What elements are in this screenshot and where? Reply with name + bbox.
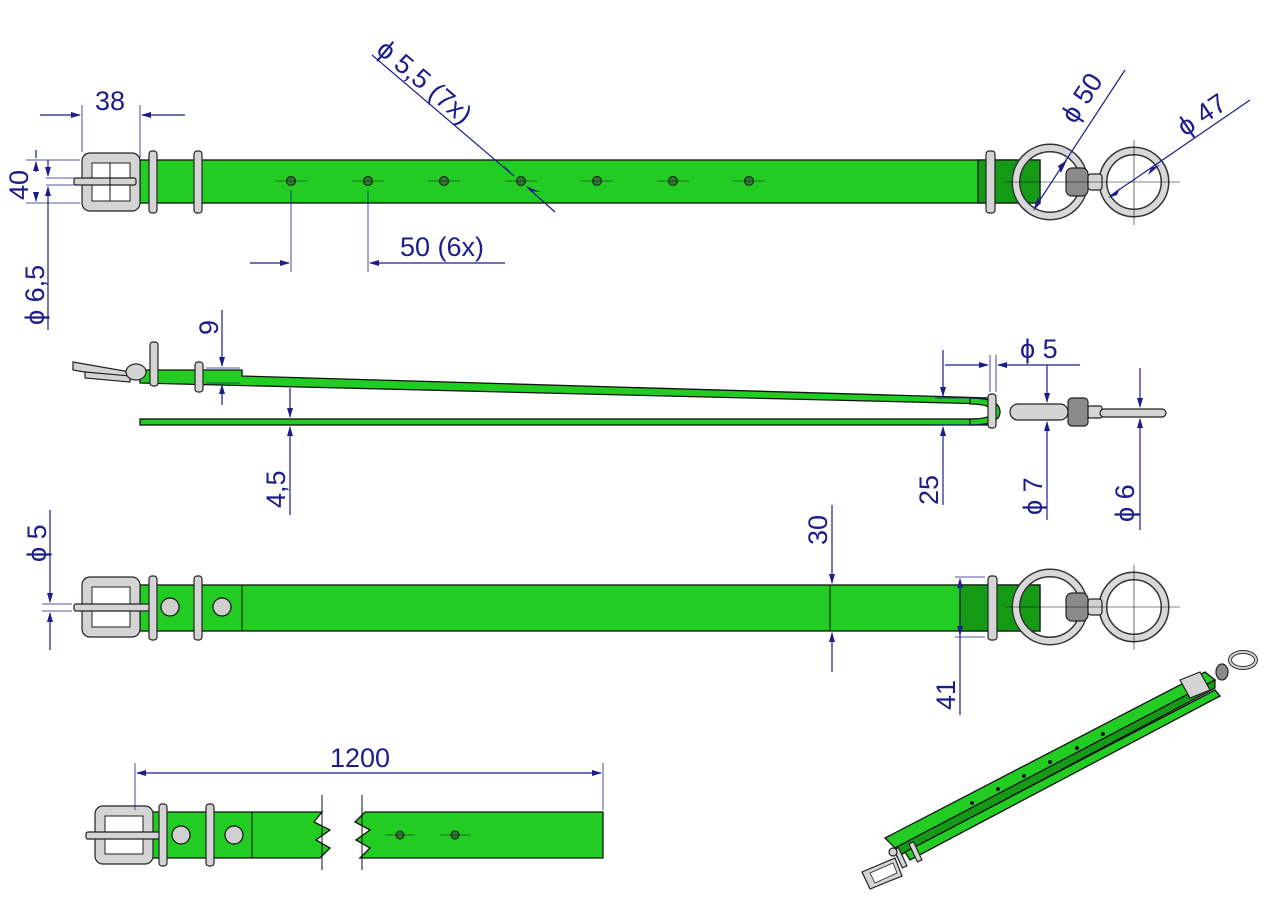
top-view: 38 40 ϕ 6,5 ϕ 5,5 (7x) 50 (6x) ϕ 50 (4, 34, 1251, 330)
bottom-keeper-3 (987, 575, 998, 641)
dim-total-length: 1200 (330, 743, 390, 773)
iso-holes (970, 732, 1105, 805)
side-keeper (987, 393, 997, 429)
iso-strap-lower (904, 689, 1222, 861)
bottom-rings (1005, 565, 1180, 650)
dim-strap-width-41: 41 (931, 680, 961, 710)
bottom-keeper-1 (148, 575, 158, 641)
iso-buckle (861, 840, 923, 890)
side-ring (1009, 397, 1167, 427)
side-strap-upper (139, 369, 991, 405)
dim-strap-width-30: 30 (803, 515, 833, 545)
dim-side-rivet-dia: ϕ 5 (22, 524, 52, 562)
dim-pin-dia: ϕ 6,5 (20, 265, 50, 325)
bottom-buckle (73, 576, 151, 638)
isometric-view (861, 650, 1258, 890)
dim-ring-dia-47: ϕ 47 (1172, 88, 1232, 142)
dim-ring-wire-6: ϕ 6 (1110, 484, 1140, 522)
dim-strap-thickness: 4,5 (261, 470, 291, 508)
top-strap-body (139, 159, 1041, 204)
length-keeper-1 (158, 803, 168, 867)
dim-ring-wire-7: ϕ 7 (1018, 477, 1048, 515)
length-view: 1200 (85, 743, 604, 870)
bottom-keeper-2 (193, 575, 203, 641)
dim-rivet-dia: ϕ 5 (1020, 334, 1058, 364)
bottom-rivet-1 (160, 597, 180, 617)
top-buckle (73, 152, 141, 212)
length-rivet-2 (224, 825, 244, 845)
top-keeper-1 (148, 150, 158, 214)
side-strap-lower (139, 418, 991, 426)
length-rivet-1 (171, 825, 191, 845)
bottom-strap-end (959, 584, 1041, 632)
dim-hole-dia: ϕ 5,5 (7x) (371, 34, 478, 130)
bottom-strap-body (139, 584, 1041, 632)
dim-ring-dia-50: ϕ 50 (1055, 68, 1109, 129)
top-keeper-2 (193, 150, 203, 214)
length-buckle (85, 805, 161, 865)
dim-hole-spacing: 50 (6x) (400, 232, 484, 262)
iso-ring-end (1179, 650, 1258, 699)
side-buckle (72, 341, 204, 393)
top-holes (275, 176, 765, 186)
top-rings (1005, 140, 1180, 225)
bottom-rivet-2 (212, 597, 232, 617)
length-keeper-2 (205, 803, 215, 867)
bottom-view: ϕ 5 30 41 (22, 505, 1180, 715)
dim-strap-width-top: 40 (4, 170, 34, 200)
top-keeper-3 (985, 150, 996, 214)
dim-loop-length: 25 (914, 475, 944, 505)
dim-keeper-thickness: 9 (194, 320, 224, 335)
length-strap-right (353, 811, 604, 859)
side-view: 9 4,5 25 ϕ 5 ϕ 7 ϕ 6 (72, 310, 1167, 530)
dim-buckle-width: 38 (95, 86, 125, 116)
